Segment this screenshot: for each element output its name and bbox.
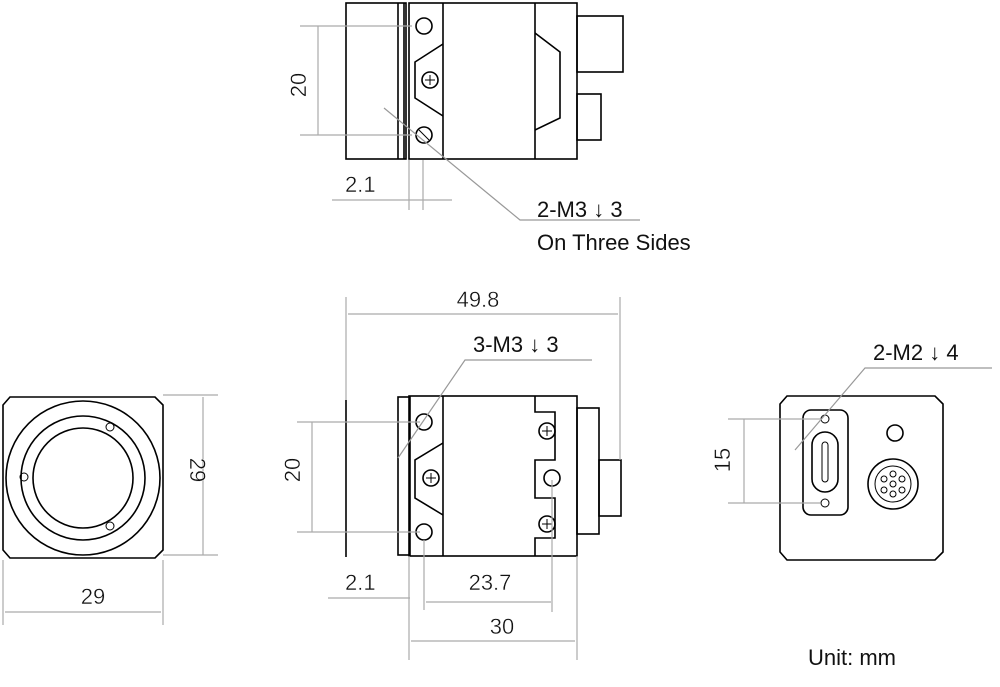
lens-mount-icon [32, 427, 134, 529]
rear-callout-thread: 2-M2 ↓ 4 [873, 340, 959, 365]
top-lens-mount [345, 2, 407, 160]
top-dim-20: 20 [286, 73, 311, 97]
top-dim-2-1: 2.1 [345, 172, 376, 197]
rear-view [728, 367, 992, 561]
front-body-outline [2, 396, 164, 559]
screw-icon [422, 469, 440, 487]
side-dim-body-length: 30 [490, 614, 514, 639]
front-dim-width: 29 [81, 584, 105, 609]
top-body [408, 2, 578, 160]
io-connector-icon [867, 458, 919, 510]
top-callout-thread: 2-M3 ↓ 3 [537, 197, 623, 222]
side-dim-hole-spacing: 20 [280, 458, 305, 482]
front-view [2, 394, 218, 625]
screw-icon [421, 71, 439, 89]
top-connector-1 [576, 15, 624, 73]
side-dim-hole-to-hole: 23.7 [469, 570, 512, 595]
top-view [300, 2, 640, 221]
rear-body-outline [779, 395, 944, 561]
top-callout-sides: On Three Sides [537, 230, 691, 255]
front-dim-height: 29 [185, 458, 210, 482]
unit-label: Unit: mm [808, 645, 896, 670]
rear-dim-hole-spacing: 15 [710, 448, 735, 472]
side-dim-flange: 2.1 [345, 570, 376, 595]
side-callout-thread: 3-M3 ↓ 3 [473, 332, 559, 357]
top-connector-2 [576, 93, 602, 141]
side-view [297, 297, 622, 660]
side-dim-overall-length: 49.8 [457, 287, 500, 312]
usb-port-icon [802, 409, 849, 516]
screw-icon [538, 515, 556, 533]
screw-icon [538, 422, 556, 440]
